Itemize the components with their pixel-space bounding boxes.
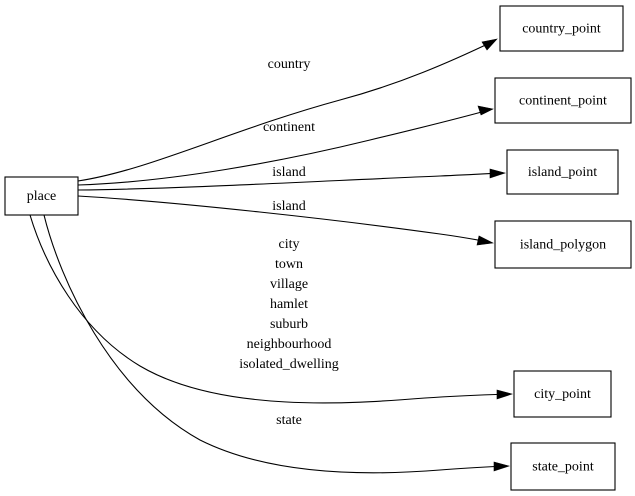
edge-place-state_point-label: state: [276, 413, 302, 428]
edge-place-island_point: [77, 168, 507, 191]
edge-label-line: town: [275, 257, 303, 272]
edge-label-line: village: [270, 277, 308, 292]
node-place[interactable]: place: [4, 176, 79, 216]
edge-label-line: island: [272, 199, 305, 214]
nodes-layer: place country_point continent_point island_…: [4, 5, 632, 491]
arrowhead-icon: [476, 235, 495, 246]
node-state_point-box[interactable]: [510, 442, 616, 491]
edge-place-continent_point-line: [77, 109, 490, 186]
node-island_point-label: island_point: [528, 165, 597, 180]
edge-labels-layer: country continent island island city town vill…: [239, 57, 339, 428]
node-island_point-box[interactable]: [506, 149, 619, 195]
edge-place-state_point-line: [43, 214, 506, 474]
edge-label-line: state: [276, 413, 302, 428]
node-continent_point[interactable]: continent_point: [494, 77, 632, 124]
edge-place-island_polygon-label: island: [272, 199, 305, 214]
node-country_point-label: country_point: [522, 22, 601, 37]
edge-label-line: hamlet: [270, 297, 308, 312]
node-country_point-box[interactable]: [499, 5, 624, 52]
edge-place-continent_point-label: continent: [263, 120, 315, 135]
edge-place-island_point-line: [77, 172, 502, 191]
edge-place-continent_point: [77, 105, 494, 186]
node-continent_point-box[interactable]: [494, 77, 632, 124]
edge-place-island_point-label: island: [272, 165, 305, 180]
edge-label-line: island: [272, 165, 305, 180]
arrowhead-icon: [496, 389, 514, 400]
edge-label-line: neighbourhood: [247, 337, 332, 352]
edge-place-city_point: [29, 214, 514, 404]
node-place-label: place: [27, 189, 57, 204]
edge-label-line: continent: [263, 120, 315, 135]
node-island_polygon[interactable]: island_polygon: [494, 220, 632, 269]
edge-place-island_polygon: [77, 195, 495, 246]
node-place-box[interactable]: [4, 176, 79, 216]
edges-layer: [29, 38, 514, 474]
arrowhead-icon: [489, 168, 507, 179]
edge-label-line: country: [268, 57, 311, 72]
node-country_point[interactable]: country_point: [499, 5, 624, 52]
arrowhead-icon: [481, 38, 498, 51]
node-island_point[interactable]: island_point: [506, 149, 619, 195]
arrowhead-icon: [477, 105, 494, 116]
edge-place-country_point-line: [77, 40, 495, 182]
node-island_polygon-label: island_polygon: [520, 238, 606, 253]
edge-label-line: isolated_dwelling: [239, 357, 339, 372]
edge-place-country_point: [77, 38, 498, 182]
node-state_point-label: state_point: [532, 460, 594, 475]
edge-place-country_point-label: country: [268, 57, 311, 72]
node-city_point[interactable]: city_point: [513, 370, 612, 418]
node-state_point[interactable]: state_point: [510, 442, 616, 491]
node-island_polygon-box[interactable]: [494, 220, 632, 269]
edge-place-city_point-line: [29, 214, 509, 404]
edge-place-state_point: [43, 214, 511, 474]
arrowhead-icon: [493, 461, 511, 472]
node-continent_point-label: continent_point: [519, 94, 607, 109]
edge-place-island_polygon-line: [77, 195, 490, 243]
edge-place-city_point-label: city town village hamlet suburb neighbourhood…: [239, 237, 339, 372]
edge-label-line: city: [279, 237, 300, 252]
edge-label-line: suburb: [270, 317, 308, 332]
node-city_point-box[interactable]: [513, 370, 612, 418]
node-city_point-label: city_point: [534, 387, 591, 402]
